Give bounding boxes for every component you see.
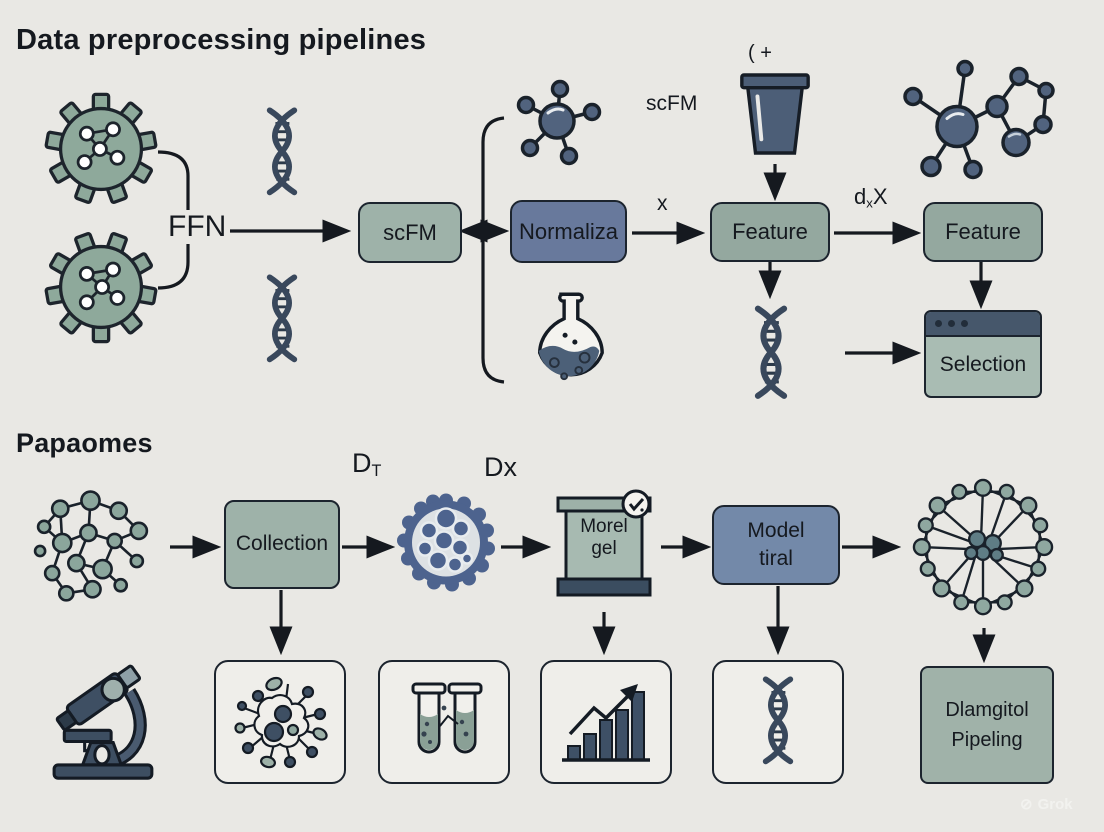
bar-chart-box: [540, 660, 672, 784]
test-tubes-icon: [411, 682, 483, 754]
normalize-box: Normaliza: [510, 200, 627, 263]
flask-icon: [538, 292, 604, 381]
window-dot: [935, 320, 942, 327]
gear-network-icon: [44, 232, 158, 344]
bucket-icon: [740, 73, 810, 155]
selection-window: Selection: [924, 310, 1042, 398]
scfm-box: scFM: [358, 202, 462, 263]
section2-title: Papaomes: [16, 428, 153, 458]
final-pipeline-box: Dlamgitol Pipeling: [920, 666, 1054, 784]
x-arrow-label: x: [657, 192, 668, 215]
watermark-text: Grok: [1037, 795, 1073, 813]
gel-tank-graphic: [556, 489, 652, 597]
dxx-arrow-label: dxX: [854, 184, 888, 211]
dense-network-icon: [912, 478, 1054, 616]
network-graph-icon: [33, 490, 149, 602]
gear-network-icon: [44, 92, 158, 204]
window-titlebar: [926, 312, 1040, 337]
model-box: Model tiral: [712, 505, 840, 585]
test-tubes-box: [378, 660, 510, 784]
dna-icon: [762, 676, 794, 765]
bar-chart-icon: [562, 684, 650, 762]
dna-icon: [266, 107, 298, 196]
microscope-icon: [52, 664, 154, 780]
window-dot: [961, 320, 968, 327]
section1-title: Data preprocessing pipelines: [16, 24, 427, 56]
dna-box: [712, 660, 844, 784]
dt-arrow-label: DT: [352, 448, 382, 481]
brace-scfm: [481, 116, 505, 384]
cell-cluster-box: [214, 660, 346, 784]
molecule-icon: [516, 79, 602, 166]
window-dot: [948, 320, 955, 327]
gel-box-label: Morel gel: [580, 516, 628, 559]
molecule-ring-icon: [903, 59, 1055, 180]
gel-tank-icon: Morel gel: [552, 488, 656, 606]
feature-box-1: Feature: [710, 202, 830, 262]
collection-box: Collection: [224, 500, 340, 589]
dx-arrow-label: Dx: [484, 452, 517, 482]
selection-box: Selection: [939, 353, 1027, 376]
circle-slash-logo: ⊘: [1020, 796, 1033, 813]
watermark: ⊘ Grok: [1020, 795, 1073, 814]
dna-icon: [266, 274, 298, 363]
feature-box-2: Feature: [923, 202, 1043, 262]
scfm-float-label: scFM: [646, 92, 698, 115]
cell-morula-icon: [397, 493, 495, 592]
ffn-label: FFN: [164, 210, 231, 244]
dna-icon: [754, 305, 788, 399]
cell-cluster-icon: [234, 676, 328, 769]
bucket-marks: ( +: [748, 42, 772, 64]
